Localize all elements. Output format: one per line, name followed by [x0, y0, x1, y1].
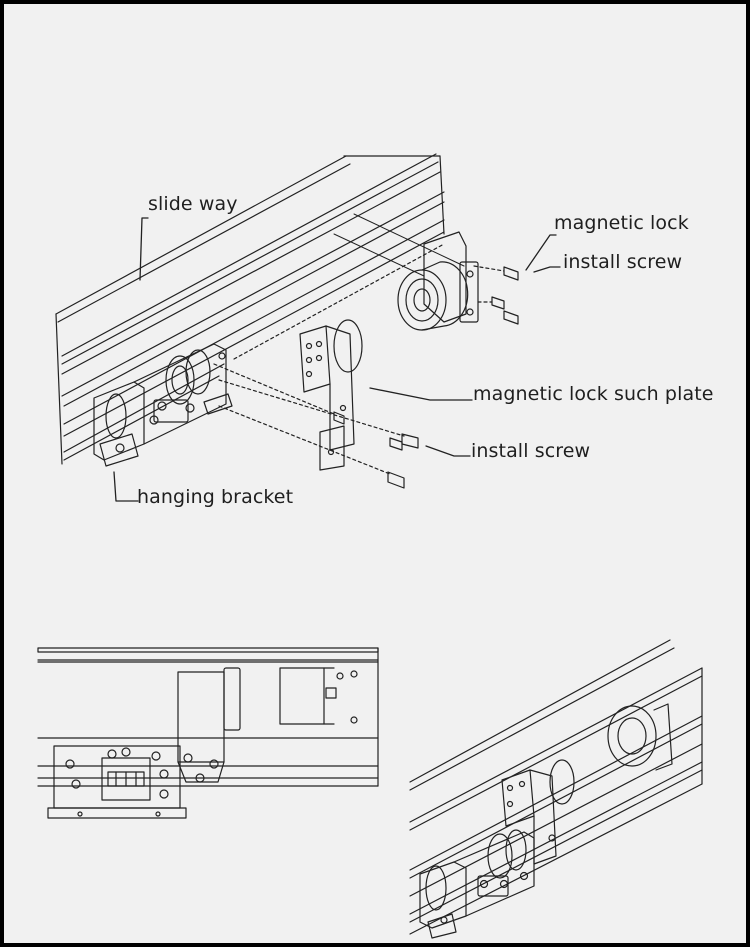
slide-way-rail — [55, 153, 465, 465]
label-install-screw-top: install screw — [563, 251, 683, 273]
label-install-screw-bottom: install screw — [471, 440, 591, 462]
leader-lines — [113, 217, 561, 502]
perspective-view-drawing — [409, 639, 703, 939]
lock-plate — [299, 319, 363, 471]
magnetic-lock — [397, 231, 479, 331]
label-slide-way: slide way — [148, 193, 238, 215]
install-screws-bottom — [213, 363, 419, 489]
front-view-drawing — [37, 647, 379, 819]
label-magnetic-lock: magnetic lock — [554, 212, 689, 234]
exploded-assembly-drawing — [37, 153, 703, 939]
diagram-sheet: slide way magnetic lock install screw ma… — [4, 4, 746, 943]
install-screws-top — [473, 265, 519, 325]
hanging-bracket-carriage — [93, 343, 233, 467]
label-hanging-bracket: hanging bracket — [137, 486, 294, 508]
label-magnetic-lock-plate: magnetic lock such plate — [473, 383, 714, 405]
